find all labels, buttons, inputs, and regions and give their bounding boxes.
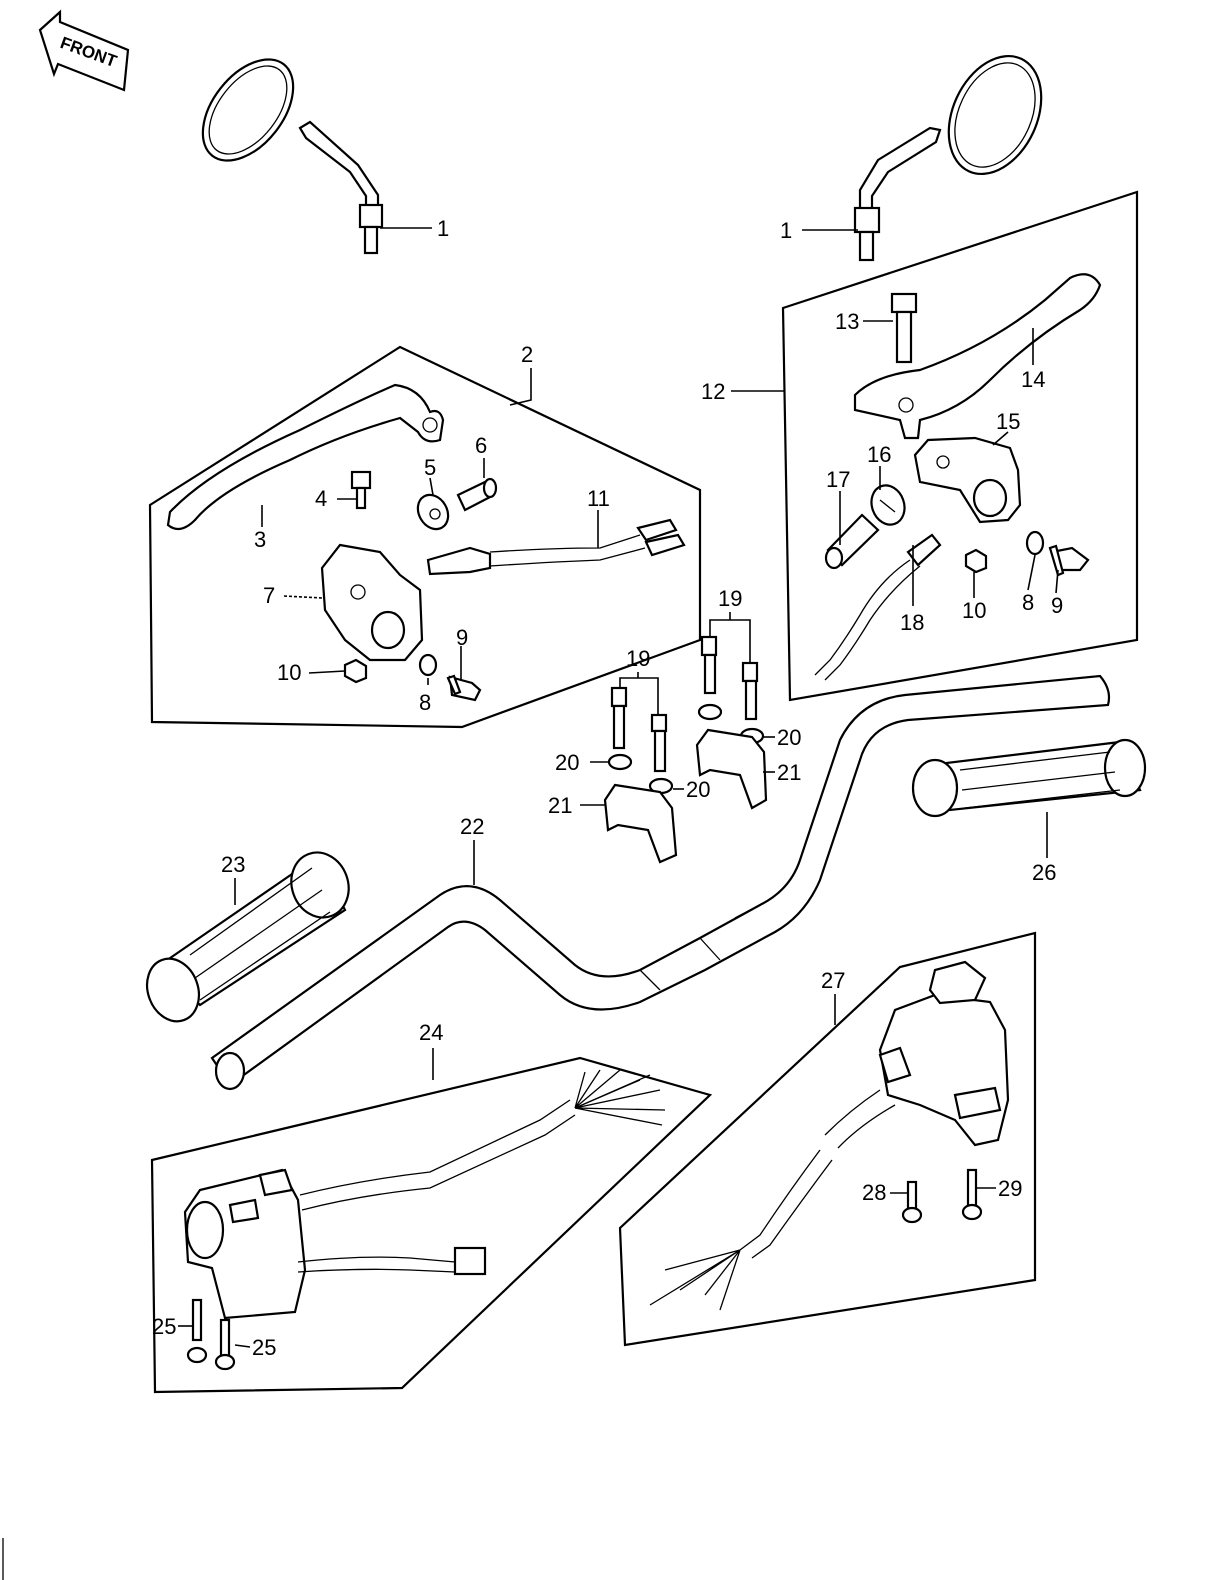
front-arrow-badge: FRONT [38, 9, 130, 92]
right-switch-screw-a [901, 1180, 923, 1224]
callout-12: 12 [701, 379, 725, 404]
callout-25: 25 [152, 1314, 176, 1339]
lock-nut [416, 493, 450, 531]
callout-11: 11 [587, 486, 610, 511]
brake-switch [814, 533, 942, 681]
left-switch-housing [183, 1168, 307, 1320]
callout-6: 6 [475, 433, 487, 458]
right-mirror [853, 54, 1043, 262]
callout-29: 29 [998, 1176, 1022, 1201]
right-switch-housing [878, 960, 1010, 1147]
callout-3: 3 [254, 527, 266, 552]
callout-22: 22 [460, 814, 484, 839]
clutch-switch-cable [426, 518, 686, 576]
callout-21: 21 [548, 793, 572, 818]
callout-1: 1 [437, 216, 449, 241]
brake-lever [853, 273, 1102, 440]
callout-8: 8 [419, 690, 431, 715]
clutch-holder-washer [418, 653, 438, 677]
callout-23: 23 [221, 852, 245, 877]
callout-10: 10 [277, 660, 301, 685]
left-switch-housing-box [150, 1056, 713, 1394]
callout-20: 20 [777, 725, 801, 750]
left-mirror [201, 58, 384, 255]
right-switch-screw-b [961, 1168, 983, 1221]
clamp-bolt-d [741, 661, 759, 721]
right-grip [911, 738, 1147, 818]
handlebar-holder-b [695, 728, 768, 810]
brake-adjuster [824, 513, 880, 570]
clutch-holder-nut [343, 658, 368, 684]
clamp-bolt-c [700, 635, 718, 695]
left-switch-screw-b [214, 1318, 236, 1371]
brake-lever-assembly-box [781, 190, 1139, 702]
callout-17: 17 [826, 467, 850, 492]
clamp-washer-c [697, 703, 723, 721]
callout-4: 4 [315, 486, 327, 511]
clutch-holder-bolt [446, 674, 482, 702]
callout-20: 20 [555, 750, 579, 775]
brake-pivot-bolt [890, 292, 918, 364]
brake-lock-nut [870, 484, 906, 526]
callout-1: 1 [780, 218, 792, 243]
brake-holder-nut [964, 548, 988, 574]
brake-holder-bolt [1048, 544, 1090, 577]
callouts: 1 1 2 3 4 5 6 7 8 8 9 9 10 10 11 12 13 1… [152, 216, 1063, 1360]
callout-24: 24 [419, 1020, 443, 1045]
callout-8: 8 [1022, 590, 1034, 615]
handlebar [210, 674, 1111, 1091]
pivot-bolt [350, 470, 372, 510]
clutch-lever [166, 383, 445, 531]
callout-26: 26 [1032, 860, 1056, 885]
clamp-washer-a [607, 753, 633, 771]
callout-27: 27 [821, 968, 845, 993]
callout-19: 19 [626, 646, 650, 671]
callout-5: 5 [424, 455, 436, 480]
callout-20: 20 [686, 777, 710, 802]
callout-9: 9 [1051, 593, 1063, 618]
adjuster [456, 477, 498, 512]
handlebar-holder-a [603, 783, 678, 864]
clamp-bolt-a [610, 686, 628, 750]
callout-14: 14 [1021, 367, 1045, 392]
brake-lever-holder [913, 436, 1022, 524]
left-switch-screw-a [186, 1298, 208, 1364]
callout-21: 21 [777, 760, 801, 785]
callout-13: 13 [835, 309, 859, 334]
callout-10: 10 [962, 598, 986, 623]
left-switch-wiring [297, 1069, 666, 1276]
callout-9: 9 [456, 625, 468, 650]
callout-28: 28 [862, 1180, 886, 1205]
leader-lines [178, 227, 1059, 1348]
brake-holder-washer [1025, 530, 1045, 556]
right-switch-wiring [649, 1089, 896, 1311]
left-grip [145, 851, 350, 1023]
callout-2: 2 [521, 342, 533, 367]
callout-15: 15 [996, 409, 1020, 434]
callout-16: 16 [867, 442, 891, 467]
clamp-bolt-b [650, 713, 668, 773]
callout-18: 18 [900, 610, 924, 635]
right-switch-housing-box [618, 931, 1037, 1347]
callout-7: 7 [263, 583, 275, 608]
callout-19: 19 [718, 586, 742, 611]
callout-25: 25 [252, 1335, 276, 1360]
clutch-lever-holder [320, 543, 424, 662]
clutch-lever-assembly-box [148, 345, 702, 729]
